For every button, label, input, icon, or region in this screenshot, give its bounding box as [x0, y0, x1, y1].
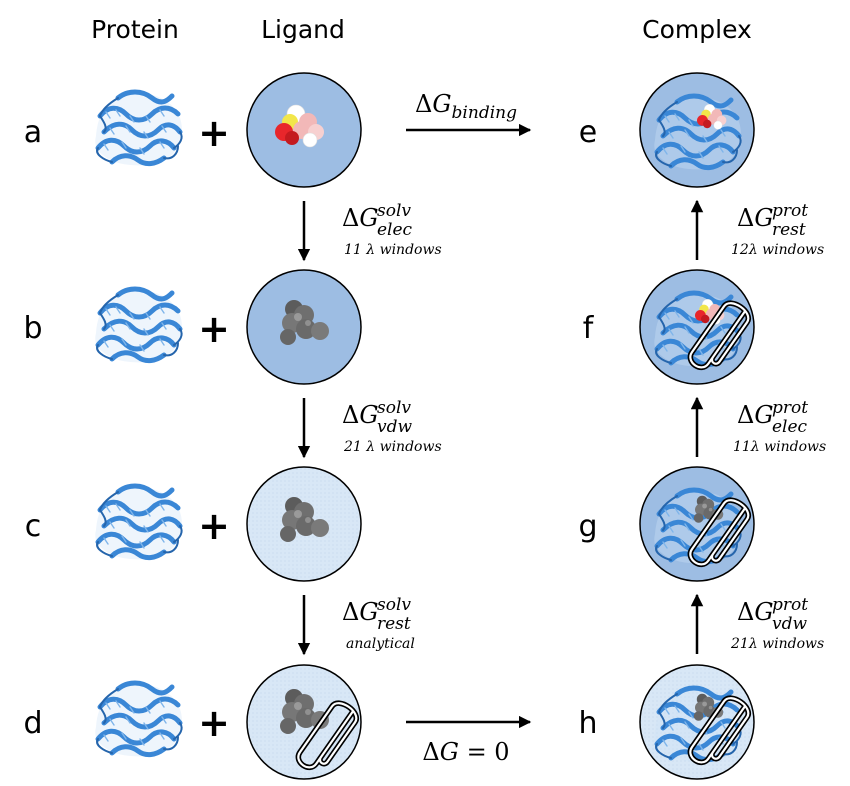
svg-text:elec: elec	[377, 220, 413, 240]
complex-circle-g	[639, 466, 754, 582]
protein-structure-d	[95, 683, 182, 756]
label-solv-elec: ΔG solv elec 11 λ windows	[342, 201, 442, 258]
svg-text:ΔG: ΔG	[342, 598, 379, 626]
label-prot-elec: ΔG prot elec 11λ windows	[733, 398, 826, 455]
protein-structure-b	[95, 289, 182, 362]
svg-text:ΔG: ΔG	[342, 401, 379, 429]
label-delta-g-zero: ΔG = 0	[422, 738, 509, 766]
header-complex: Complex	[642, 15, 752, 44]
plus-sign-b: +	[198, 307, 230, 351]
row-label-e: e	[579, 115, 597, 150]
svg-text:solv: solv	[377, 398, 411, 418]
svg-text:21λ windows: 21λ windows	[730, 636, 824, 652]
svg-text:ΔG: ΔG	[737, 598, 774, 626]
svg-text:prot: prot	[772, 595, 808, 615]
ligand-decoupled-c	[246, 466, 362, 582]
label-solv-rest: ΔG solv rest analytical	[342, 595, 415, 652]
label-delta-g-binding: ΔGbinding	[415, 90, 517, 123]
row-label-h: h	[578, 706, 597, 741]
plus-sign-a: +	[198, 111, 230, 155]
svg-text:solv: solv	[377, 201, 411, 221]
svg-text:11 λ windows: 11 λ windows	[344, 242, 442, 258]
protein-structure-a	[95, 92, 182, 165]
svg-text:rest: rest	[772, 220, 806, 240]
svg-text:analytical: analytical	[346, 636, 415, 652]
row-label-d: d	[23, 706, 42, 741]
ligand-restrained-d	[246, 664, 361, 780]
svg-text:21 λ windows: 21 λ windows	[343, 439, 442, 455]
header-ligand: Ligand	[261, 15, 345, 44]
row-label-b: b	[23, 311, 42, 346]
ligand-solvated-b	[246, 269, 362, 385]
complex-circle-h	[639, 664, 754, 780]
svg-text:ΔG: ΔG	[342, 204, 379, 232]
svg-text:prot: prot	[772, 398, 808, 418]
row-label-a: a	[24, 115, 42, 150]
row-label-f: f	[583, 311, 595, 346]
ligand-solvated-a	[246, 72, 362, 188]
svg-text:vdw: vdw	[772, 614, 807, 634]
svg-text:11λ windows: 11λ windows	[733, 439, 826, 455]
row-label-c: c	[25, 509, 42, 544]
svg-text:ΔG: ΔG	[737, 401, 774, 429]
svg-text:rest: rest	[377, 614, 411, 634]
protein-structure-c	[95, 486, 182, 559]
svg-text:12λ windows: 12λ windows	[731, 242, 824, 258]
svg-text:vdw: vdw	[377, 417, 412, 437]
label-solv-vdw: ΔG solv vdw 21 λ windows	[342, 398, 442, 455]
plus-sign-c: +	[198, 504, 230, 548]
svg-text:elec: elec	[772, 417, 808, 437]
complex-circle-e	[639, 72, 755, 188]
plus-sign-d: +	[198, 701, 230, 745]
header-protein: Protein	[91, 15, 179, 44]
label-prot-vdw: ΔG prot vdw 21λ windows	[730, 595, 824, 652]
svg-text:solv: solv	[377, 595, 411, 615]
label-prot-rest: ΔG prot rest 12λ windows	[731, 201, 824, 258]
row-label-g: g	[578, 509, 597, 544]
complex-circle-f	[639, 269, 754, 385]
svg-text:prot: prot	[772, 201, 808, 221]
svg-text:ΔG: ΔG	[737, 204, 774, 232]
